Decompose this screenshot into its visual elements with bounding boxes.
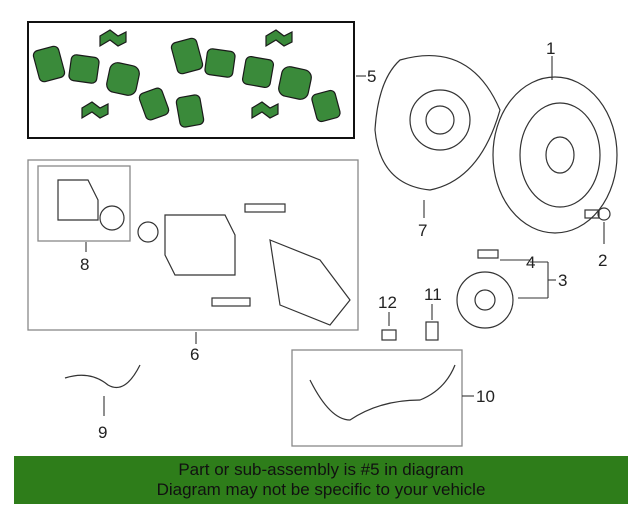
brake-pad	[278, 66, 312, 100]
bolt-12[interactable]: 12	[378, 293, 397, 341]
hub-bolt[interactable]: 4	[477, 249, 535, 272]
caliper-assembly[interactable]: 6	[27, 159, 359, 364]
callout-8: 8	[80, 255, 89, 274]
brake-rotor[interactable]: 1	[492, 39, 618, 234]
hub-assembly[interactable]: 3	[456, 261, 567, 329]
brake-pad	[138, 87, 170, 121]
callout-6: 6	[190, 345, 199, 364]
pad-clip	[251, 101, 279, 120]
brake-pad-kit-group[interactable]: 5	[27, 21, 376, 139]
callout-10: 10	[476, 387, 495, 406]
brake-pad	[311, 89, 341, 123]
callout-9: 9	[98, 423, 107, 442]
sensor-harness[interactable]: 10	[291, 349, 495, 447]
brake-pad	[204, 48, 236, 78]
brake-pad	[241, 55, 275, 89]
brake-pad	[68, 54, 100, 84]
callout-12: 12	[378, 293, 397, 312]
caliper-piston-kit[interactable]: 8	[37, 165, 131, 274]
callout-3: 3	[558, 271, 567, 290]
rotor-screw[interactable]: 2	[584, 207, 611, 270]
callout-11: 11	[424, 285, 442, 304]
callout-2: 2	[598, 251, 607, 270]
info-banner: Part or sub-assembly is #5 in diagram Di…	[14, 456, 628, 504]
callout-4: 4	[526, 253, 535, 272]
pad-clip	[81, 101, 109, 120]
callout-1: 1	[546, 39, 555, 58]
dust-shield[interactable]: 7	[374, 55, 501, 240]
brake-pad	[170, 37, 204, 75]
brake-pad	[106, 62, 140, 96]
banner-line-2: Diagram may not be specific to your vehi…	[156, 480, 486, 499]
callout-7: 7	[418, 221, 427, 240]
banner-line-1: Part or sub-assembly is #5 in diagram	[178, 460, 464, 479]
wheel-speed-sensor[interactable]: 9	[64, 364, 141, 442]
pad-clip	[265, 29, 293, 48]
pad-clip	[99, 29, 127, 48]
callout-5: 5	[367, 67, 376, 86]
brake-pad	[32, 45, 66, 83]
brake-pad	[175, 94, 205, 128]
bolt-11[interactable]: 11	[424, 285, 442, 341]
